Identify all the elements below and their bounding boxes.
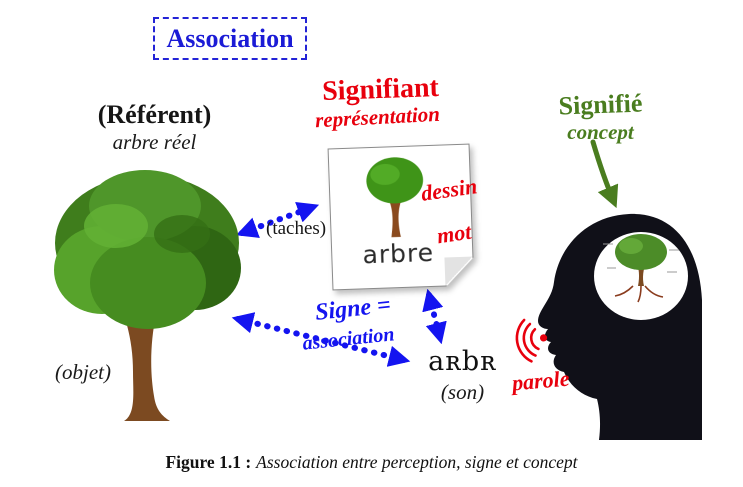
paper-word: arbre: [361, 237, 435, 270]
head-silhouette-image: [538, 213, 702, 440]
paper-sheet: arbre: [328, 144, 475, 291]
caption-prefix: Figure 1.1 :: [165, 452, 252, 472]
paper-tree-icon: [357, 154, 434, 241]
paper-fold-corner: [444, 257, 473, 286]
arrow-concept-head: [590, 139, 619, 209]
sound-waves-icon: [515, 318, 548, 363]
brain-tree-image: [603, 234, 679, 303]
figure-caption: Figure 1.1 :Association entre perception…: [0, 452, 743, 473]
parole-label: parole: [510, 365, 571, 396]
association-title-box: Association: [153, 17, 307, 60]
arrow-paper-son: [422, 288, 447, 345]
mot-label: mot: [435, 218, 473, 249]
son-label: (son): [440, 380, 485, 404]
son-word: aʀbʀ: [428, 346, 497, 377]
signifie-title: Signifié: [558, 88, 643, 121]
signifie-subtitle: concept: [567, 120, 634, 144]
association-label: Association: [166, 23, 294, 53]
caption-text: Association entre perception, signe et c…: [256, 452, 578, 472]
real-tree-image: [54, 170, 241, 421]
object-label: (objet): [55, 360, 111, 384]
referent-title: (Référent): [97, 100, 212, 129]
referent-subtitle: arbre réel: [112, 130, 197, 154]
paper-note: arbre: [328, 144, 475, 291]
taches-label: (taches): [266, 218, 327, 239]
